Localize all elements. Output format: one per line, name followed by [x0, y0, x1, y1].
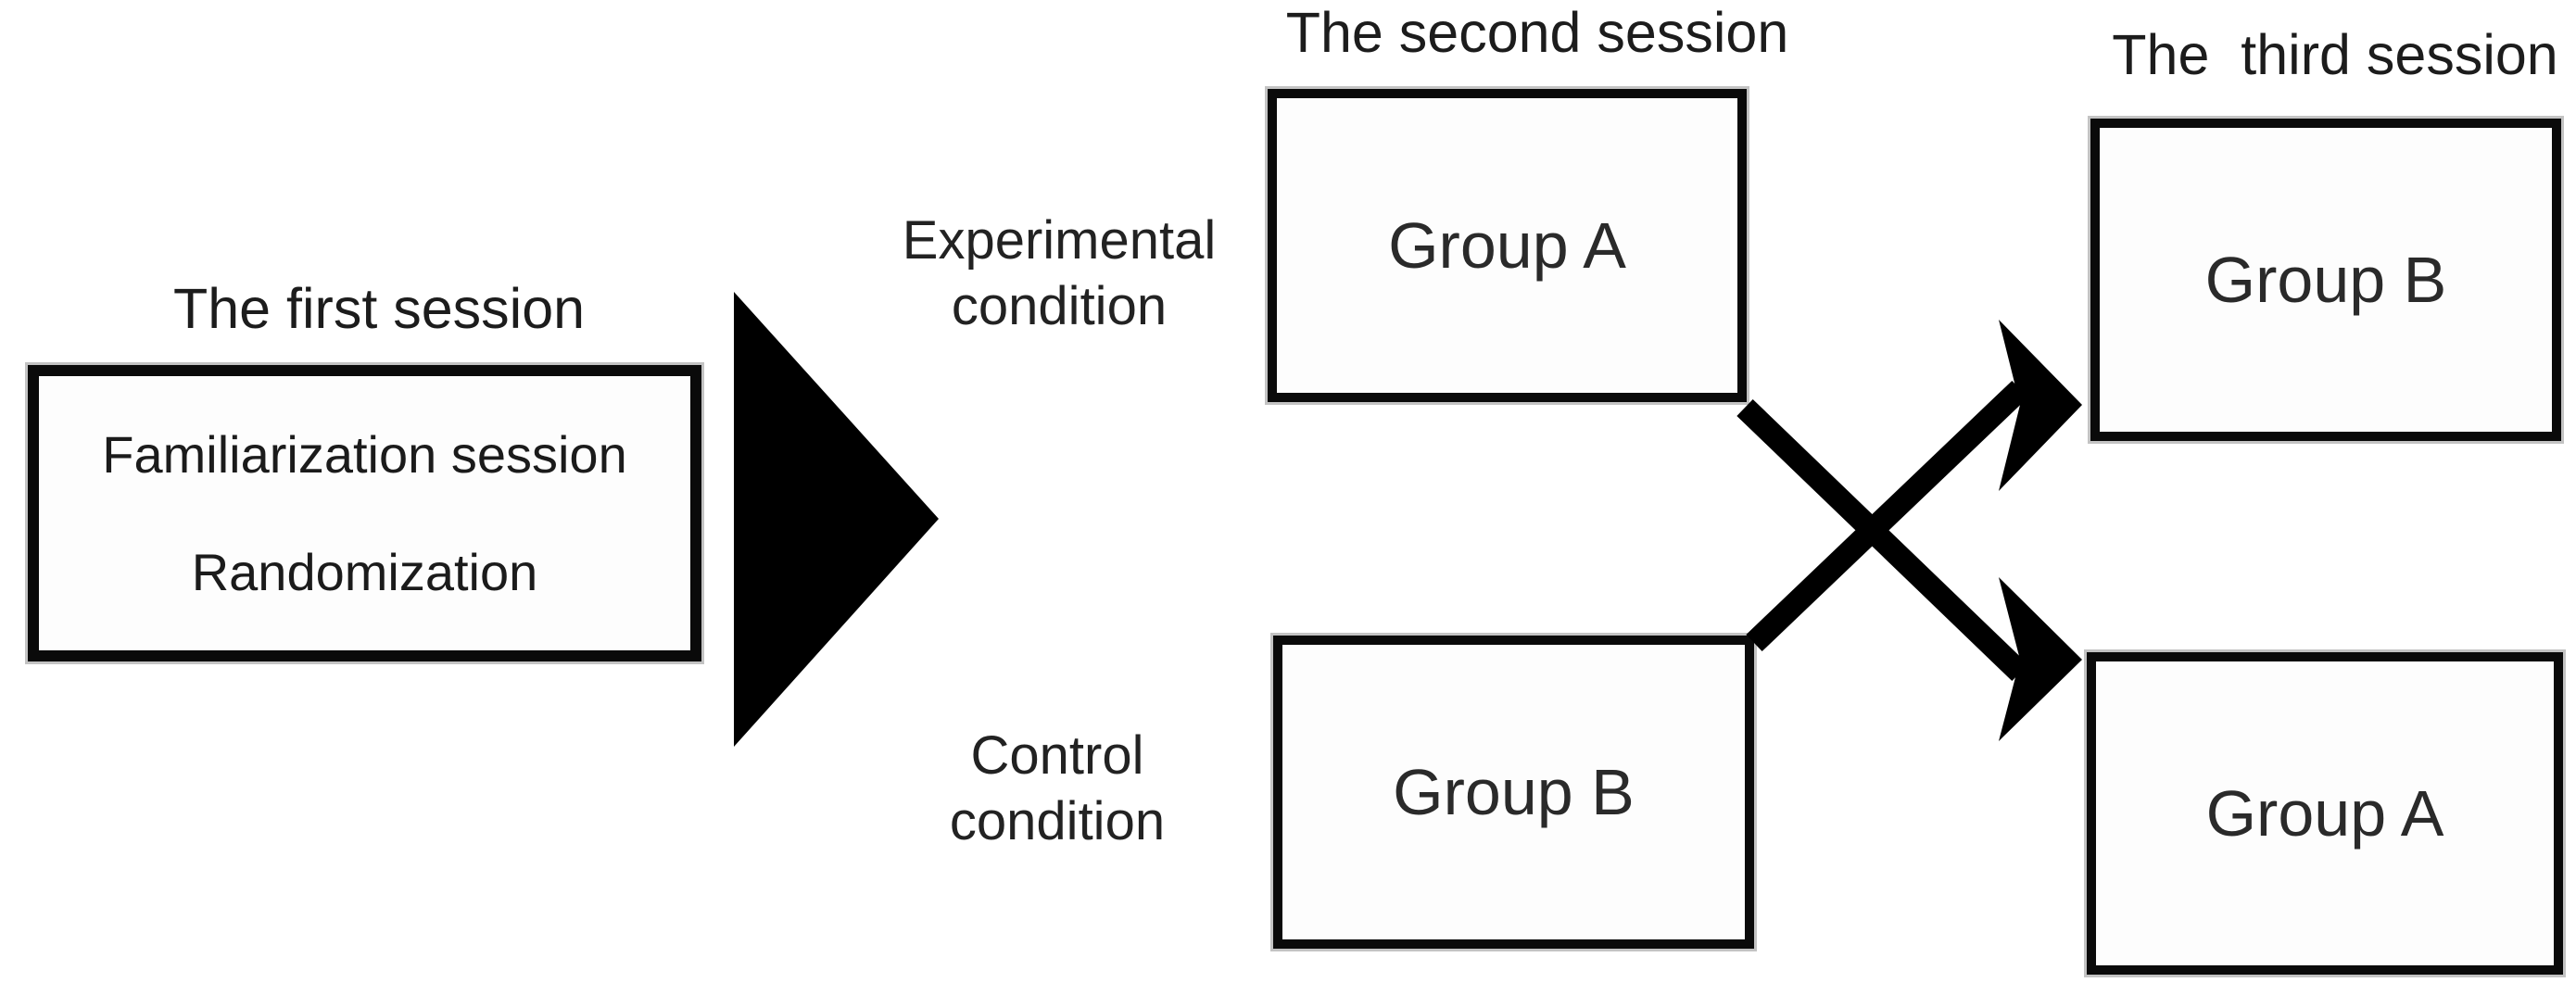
- crossover-arrow-b-icon: [1746, 320, 2082, 652]
- group-b-session3-box: Group B: [2090, 119, 2561, 441]
- group-b-session2-box: Group B: [1273, 636, 1754, 949]
- control-condition-label: Control condition: [949, 725, 1166, 851]
- experimental-condition-label: Experimental condition: [902, 210, 1217, 336]
- third-session-title: The third session: [2112, 23, 2558, 86]
- crossover-arrow-a-icon: [1736, 398, 2082, 741]
- group-b-session3-text: Group B: [2204, 244, 2447, 316]
- familiarization-session-text: Familiarization session: [102, 425, 627, 484]
- group-a-session3-text: Group A: [2205, 777, 2444, 850]
- first-session-title: The first session: [172, 277, 586, 340]
- crossover-arrow-a-shaft: [1736, 398, 2028, 682]
- forward-triangle-icon: [734, 292, 939, 747]
- crossover-arrow-b-head: [1999, 320, 2082, 491]
- familiarization-randomization-box: Familiarization session Randomization: [28, 365, 701, 661]
- crossover-arrow-a-head: [1999, 577, 2082, 741]
- group-a-session2-text: Group A: [1388, 209, 1626, 282]
- crossover-arrow-b-shaft: [1746, 380, 2028, 652]
- second-session-title: The second session: [1285, 1, 1789, 64]
- group-a-session2-box: Group A: [1268, 89, 1747, 402]
- randomization-text: Randomization: [191, 543, 538, 601]
- group-b-session2-text: Group B: [1393, 756, 1635, 828]
- group-a-session3-box: Group A: [2087, 652, 2563, 975]
